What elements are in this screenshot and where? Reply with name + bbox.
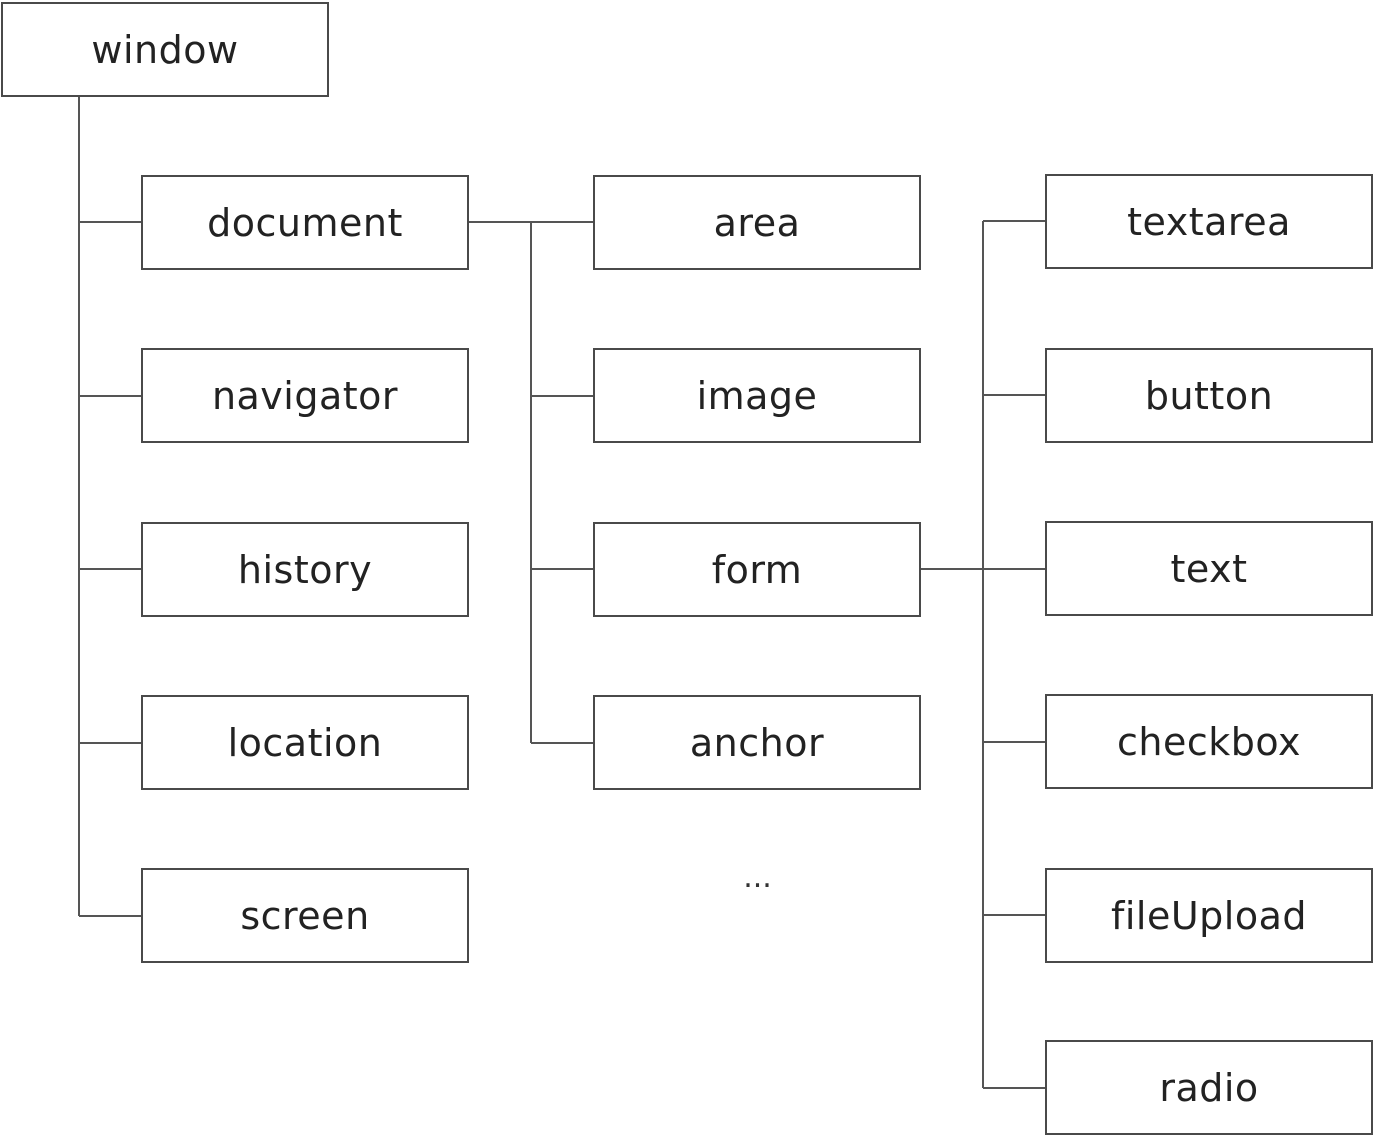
node-window: window (1, 2, 329, 97)
node-text: text (1045, 521, 1373, 616)
node-textarea: textarea (1045, 174, 1373, 269)
node-button: button (1045, 348, 1373, 443)
node-area: area (593, 175, 921, 270)
node-location: location (141, 695, 469, 790)
node-screen: screen (141, 868, 469, 963)
node-anchor: anchor (593, 695, 921, 790)
more-items-ellipsis: ... (743, 860, 772, 895)
node-document: document (141, 175, 469, 270)
node-form: form (593, 522, 921, 617)
node-image: image (593, 348, 921, 443)
node-checkbox: checkbox (1045, 694, 1373, 789)
node-radio: radio (1045, 1040, 1373, 1135)
node-navigator: navigator (141, 348, 469, 443)
node-fileupload: fileUpload (1045, 868, 1373, 963)
node-history: history (141, 522, 469, 617)
